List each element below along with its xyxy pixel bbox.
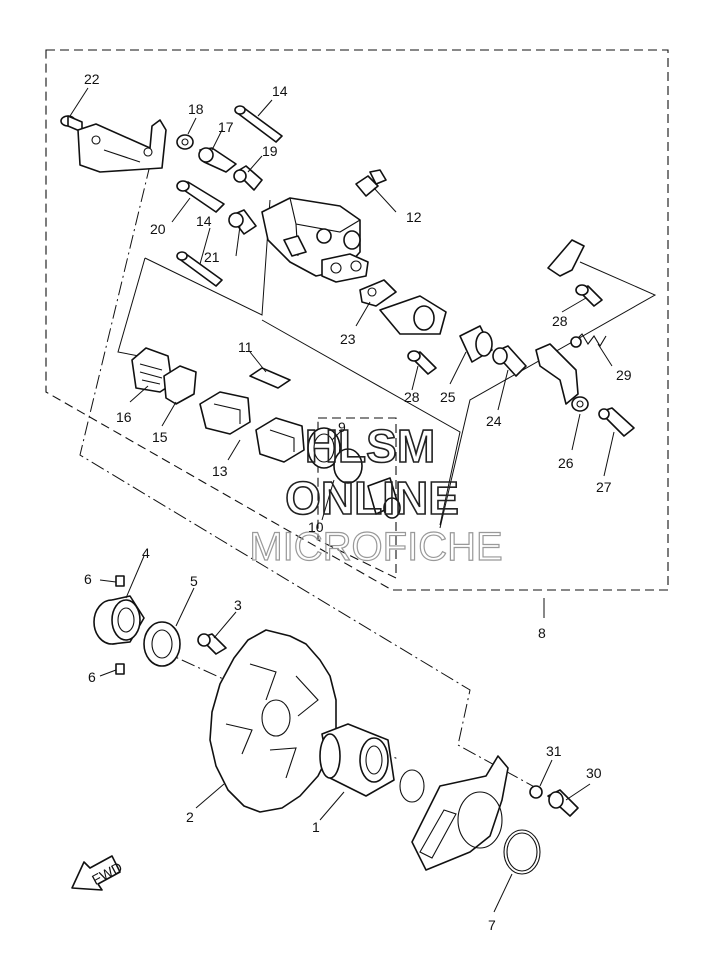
part-11-pad-spring: [249, 367, 291, 389]
callout-16: 16: [116, 409, 132, 425]
guide-line: [439, 261, 657, 529]
callout-1: 1: [312, 819, 320, 835]
part-7-o-ring: [503, 829, 541, 875]
part-20-bolt: [176, 180, 225, 213]
callout-14-top: 14: [272, 83, 288, 99]
guide-line: [261, 319, 461, 526]
callout-21: 21: [204, 249, 220, 265]
watermark-line-1: HLSM: [305, 420, 435, 472]
callout-26: 26: [558, 455, 574, 471]
callout-28-right: 28: [552, 313, 568, 329]
part-19-boot: [233, 165, 263, 191]
callout-30: 30: [586, 765, 602, 781]
callout-14-lower: 14: [196, 213, 212, 229]
callout-12: 12: [406, 209, 422, 225]
callout-29: 29: [616, 367, 632, 383]
caliper-body: [261, 197, 369, 283]
callout-9: 9: [338, 419, 346, 435]
part-12-bleed-screw: [355, 169, 387, 197]
part-28-bolt: [407, 350, 437, 375]
part-3-bolt: [197, 633, 227, 655]
part-5-washer: [143, 621, 181, 667]
callout-3: 3: [234, 597, 242, 613]
callout-15: 15: [152, 429, 168, 445]
callout-18: 18: [188, 101, 204, 117]
callout-22: 22: [84, 71, 100, 87]
callout-19: 19: [262, 143, 278, 159]
part-21-boot: [228, 209, 257, 235]
part-26-nut: [571, 396, 589, 412]
part-30-bolt: [547, 789, 579, 817]
callout-6-bottom: 6: [88, 669, 96, 685]
watermark-line-3: MICROFICHE: [249, 525, 502, 569]
part-22-caliper-bracket: [60, 115, 167, 173]
part-2-brake-disc: [209, 629, 337, 813]
part-6-set-screw-lower: [115, 663, 125, 675]
callout-20: 20: [150, 221, 166, 237]
callout-2: 2: [186, 809, 194, 825]
part-23-gasket: [359, 279, 397, 307]
part-6-set-screw: [115, 575, 125, 587]
part-25-joint: [379, 295, 493, 363]
callout-27: 27: [596, 479, 612, 495]
callout-23: 23: [340, 331, 356, 347]
part-15-shim: [163, 365, 197, 405]
callout-11: 11: [238, 339, 253, 355]
part-9-10-piston-seals: [307, 427, 401, 519]
part-27-bolt: [598, 407, 635, 437]
callout-8: 8: [538, 625, 546, 641]
part-17-bolt: [198, 147, 237, 173]
part-14-pad-pin: [234, 105, 283, 143]
callout-labels: 22 18 14 17 19 20 14 21 12 23 28 29 11 2…: [84, 71, 632, 933]
callout-17: 17: [218, 119, 234, 135]
fwd-arrow-icon: FWD: [71, 855, 125, 891]
callout-5: 5: [190, 573, 198, 589]
guide-line: [117, 257, 161, 361]
callout-10: 10: [308, 519, 324, 535]
part-13-brake-pads: [199, 391, 305, 463]
callout-28-left: 28: [404, 389, 420, 405]
callout-13: 13: [212, 463, 228, 479]
callout-6-top: 6: [84, 571, 92, 587]
piston-group-boundary: [317, 417, 397, 579]
leader-lines: [69, 87, 615, 913]
assembly-boundary: [45, 49, 669, 591]
callout-31: 31: [546, 743, 562, 759]
part-4-nut: [93, 595, 145, 645]
part-18-washer: [176, 134, 194, 150]
part-1-hub: [319, 723, 395, 797]
part-31-washer: [529, 785, 543, 799]
part-24-bolt: [492, 345, 527, 377]
guide-line: [79, 164, 541, 791]
callout-7: 7: [488, 917, 496, 933]
part-14-pad-pin-lower: [176, 251, 223, 287]
watermark-line-2: ONLINE: [285, 472, 459, 524]
o-ring: [399, 769, 425, 803]
callout-25: 25: [440, 389, 456, 405]
watermark: HLSM ONLINE MICROFICHE: [249, 419, 504, 569]
hose-bracket: [535, 239, 585, 405]
callout-24: 24: [486, 413, 502, 429]
part-29-spring: [570, 333, 607, 348]
part-28-bolt-upper: [575, 284, 603, 307]
caliper-support-bracket: [411, 755, 509, 871]
callout-4: 4: [142, 545, 150, 561]
